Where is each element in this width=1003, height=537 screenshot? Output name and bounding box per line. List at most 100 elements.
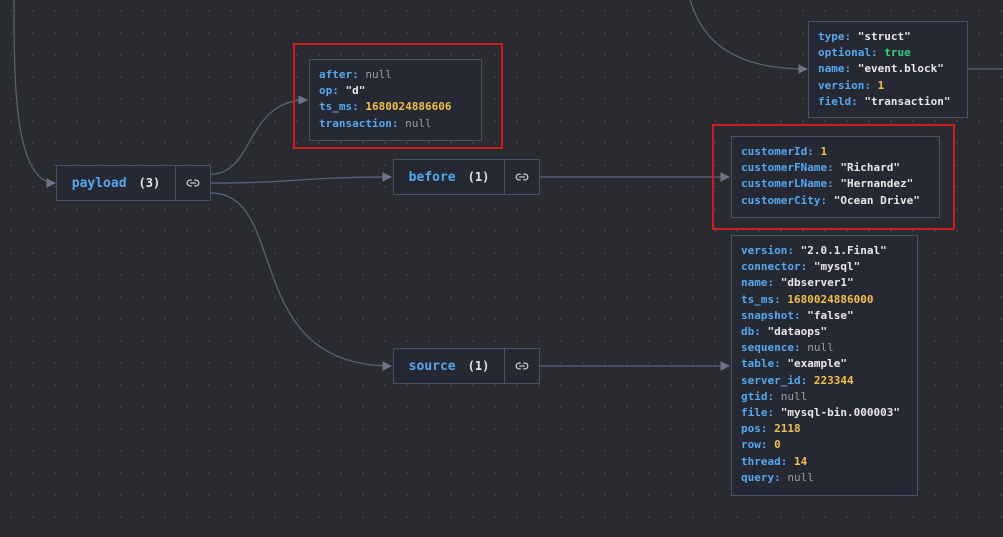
field-key: version (741, 244, 788, 257)
field-separator: : (780, 454, 794, 468)
field-key: file (741, 406, 768, 420)
field-key: connector (741, 260, 801, 274)
field-separator: : (800, 260, 814, 274)
field-key: pos (741, 422, 761, 436)
field-key: customerId (741, 145, 808, 158)
field-separator: : (827, 177, 841, 191)
link-icon[interactable] (504, 160, 539, 194)
field-key: customerFName (741, 161, 828, 175)
field-value: 14 (794, 454, 808, 468)
field-key: ts_ms (741, 292, 775, 306)
field-separator: : (760, 422, 775, 436)
field-row: optional: true (818, 45, 958, 61)
before-node-count: (1) (467, 170, 490, 184)
field-row: field: "transaction" (818, 94, 958, 110)
field-separator: : (760, 438, 775, 452)
field-value: 1680024886606 (365, 100, 452, 114)
field-separator: : (767, 389, 781, 403)
field-separator: : (767, 276, 781, 290)
field-row: after: null (319, 67, 472, 83)
field-row: name: "event.block" (818, 61, 958, 77)
payload-node[interactable]: payload (3) (56, 165, 211, 201)
field-key: table (741, 357, 775, 371)
field-value: 1 (877, 78, 885, 92)
field-value: 2118 (774, 422, 801, 436)
before-node[interactable]: before (1) (393, 159, 540, 195)
field-row: connector: "mysql" (741, 259, 908, 275)
field-separator: : (793, 341, 808, 355)
field-separator: : (864, 78, 878, 92)
field-row: transaction: null (319, 116, 472, 132)
payload-node-label: payload (71, 175, 127, 191)
payload-node-count: (3) (138, 176, 161, 190)
field-key: thread (741, 454, 781, 468)
source-node-label-group: source (1) (394, 359, 504, 374)
field-separator: : (870, 46, 885, 60)
field-separator: : (844, 30, 858, 43)
field-separator: : (807, 145, 821, 158)
link-icon[interactable] (504, 349, 539, 383)
field-row: row: 0 (741, 437, 908, 453)
field-value: "transaction" (864, 94, 951, 108)
before-node-label-group: before (1) (394, 170, 504, 185)
source-node[interactable]: source (1) (393, 348, 540, 384)
field-separator: : (774, 292, 788, 306)
field-row: snapshot: "false" (741, 308, 908, 324)
field-row: customerId: 1 (741, 144, 930, 160)
field-separator: : (793, 308, 808, 322)
field-separator: : (851, 94, 865, 108)
field-key: type (818, 30, 845, 43)
field-row: db: "dataops" (741, 324, 908, 340)
field-value: null (405, 116, 432, 130)
field-key: name (818, 62, 845, 76)
field-value: "false" (807, 308, 854, 322)
field-separator: : (774, 357, 788, 371)
field-key: optional (818, 46, 871, 60)
field-value: "Hernandez" (840, 177, 914, 191)
field-separator: : (332, 84, 346, 98)
field-value: "mysql-bin.000003" (780, 406, 900, 420)
edge-payload-before (210, 172, 392, 184)
link-icon[interactable] (175, 166, 210, 200)
field-key: after (319, 68, 353, 81)
field-separator: : (391, 116, 406, 130)
field-key: gtid (741, 389, 768, 403)
field-separator: : (352, 68, 366, 81)
edge-payload-source (210, 192, 392, 371)
highlight-box-before-fields (712, 124, 955, 230)
field-value: 223344 (813, 373, 854, 387)
field-key: server_id (741, 373, 801, 387)
field-key: transaction (319, 116, 392, 130)
field-value: 0 (774, 438, 781, 452)
payload-node-label-group: payload (3) (57, 176, 175, 191)
field-value: "example" (787, 357, 847, 371)
field-key: ts_ms (319, 100, 353, 114)
field-row: sequence: null (741, 340, 908, 356)
field-separator: : (774, 470, 788, 484)
field-key: field (818, 94, 852, 108)
field-value: "dbserver1" (780, 276, 854, 290)
field-separator: : (787, 244, 801, 257)
field-row: customerFName: "Richard" (741, 160, 930, 176)
field-row: type: "struct" (818, 29, 958, 45)
field-value: "Ocean Drive" (833, 193, 920, 207)
field-row: name: "dbserver1" (741, 275, 908, 291)
edge-parent-payload (13, 0, 56, 188)
field-row: version: 1 (818, 78, 958, 94)
source-node-label: source (408, 358, 456, 374)
field-value: null (780, 389, 808, 403)
field-key: customerCity (741, 193, 821, 207)
field-row: pos: 2118 (741, 421, 908, 437)
field-value: true (884, 46, 911, 60)
field-key: name (741, 276, 768, 290)
field-separator: : (820, 193, 834, 207)
source-fields-object-node[interactable]: version: "2.0.1.Final"connector: "mysql"… (731, 235, 918, 496)
field-row: ts_ms: 1680024886606 (319, 99, 472, 115)
field-row: table: "example" (741, 356, 908, 372)
field-row: gtid: null (741, 389, 908, 405)
field-value: "Richard" (840, 161, 900, 175)
